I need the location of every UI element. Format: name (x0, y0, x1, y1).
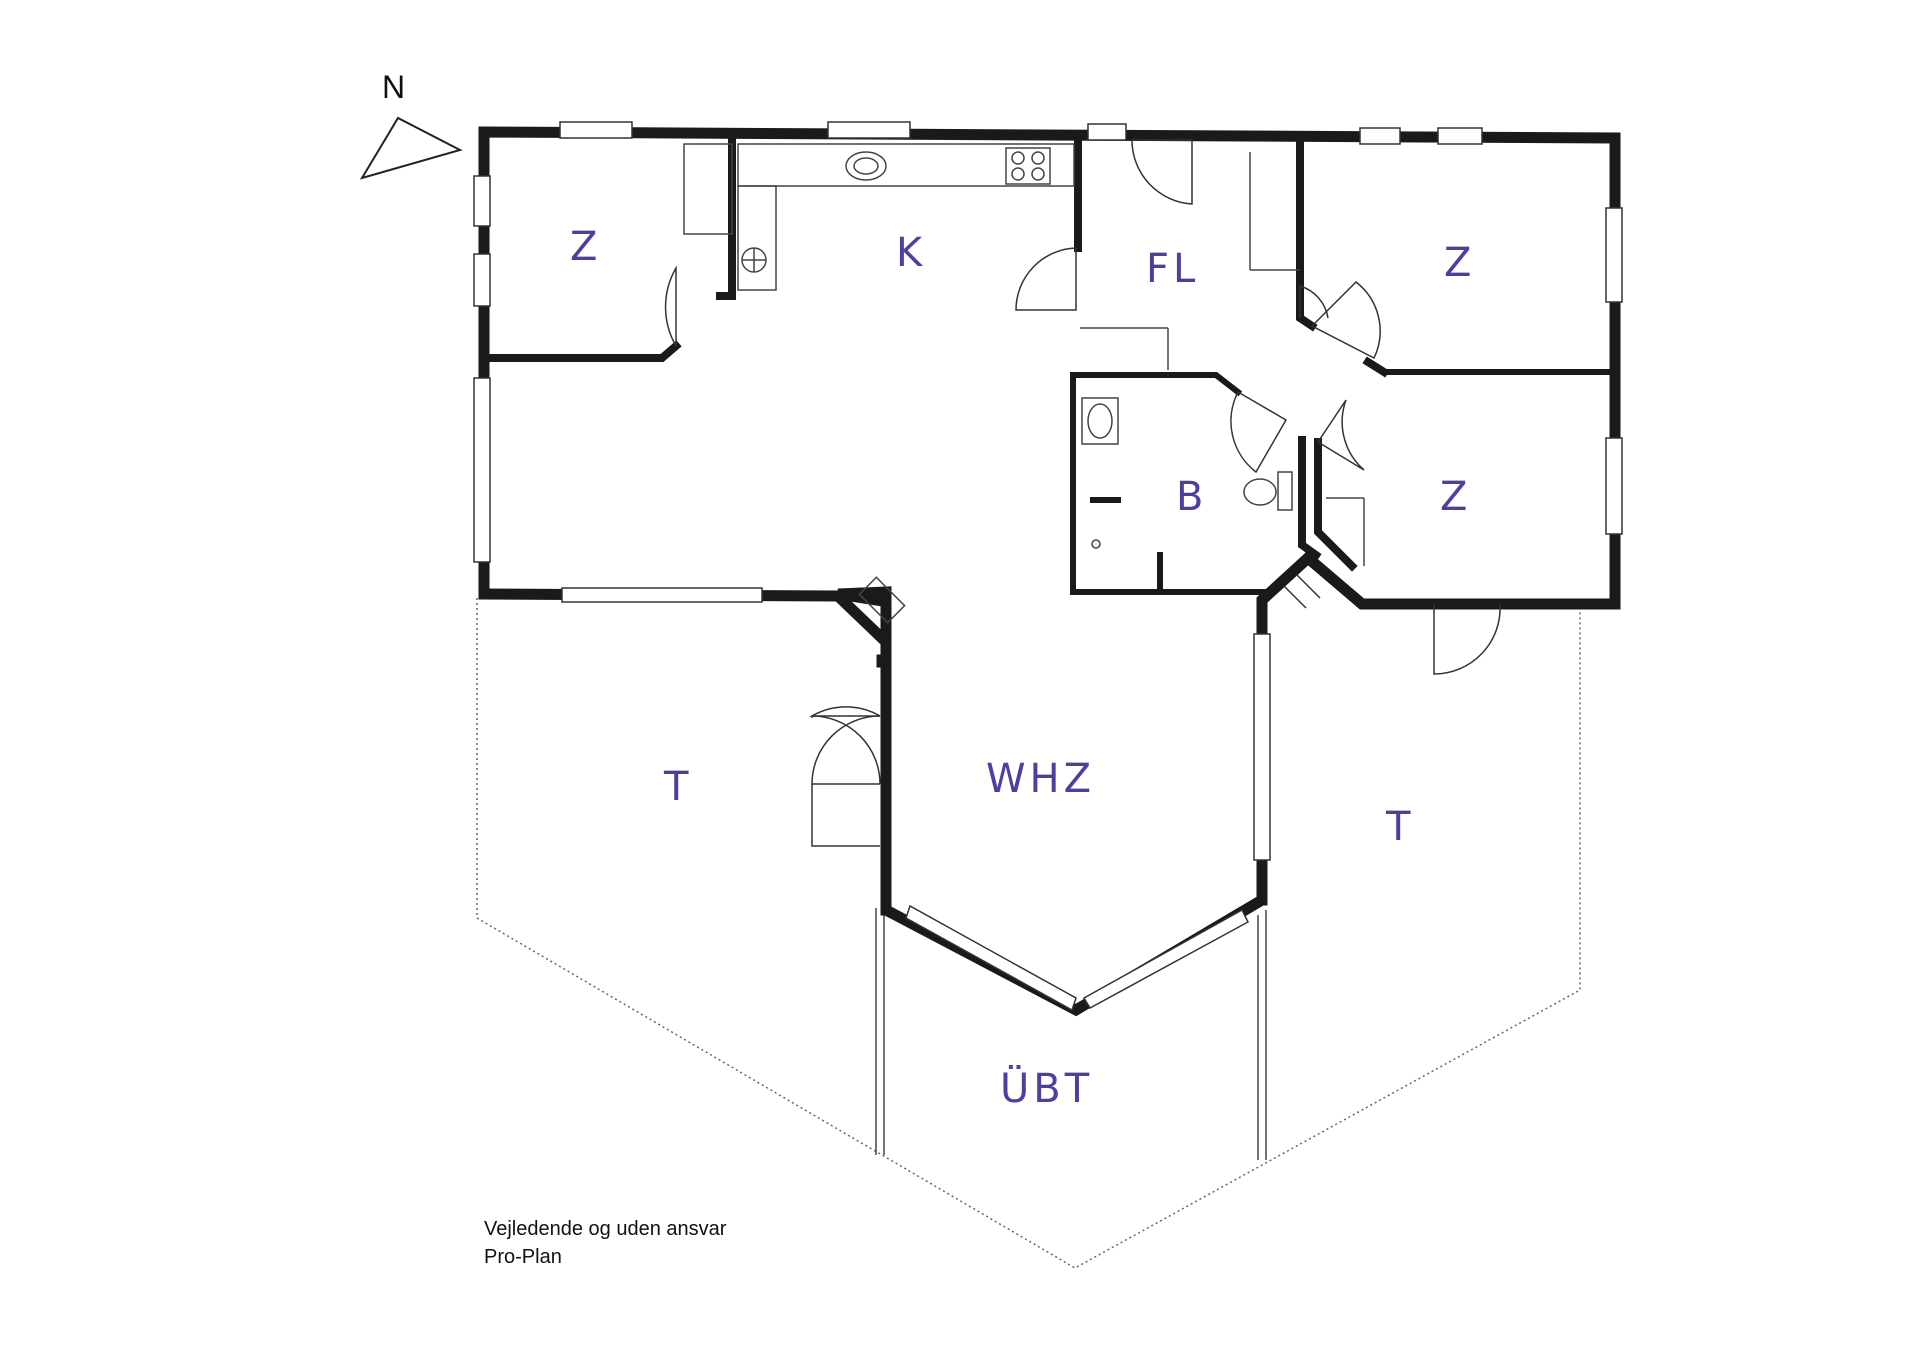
room-label-z: Z (1440, 474, 1471, 520)
washbasin-icon (1087, 403, 1113, 439)
windows (473, 121, 1623, 1012)
drain-icon (1091, 539, 1101, 549)
terrace-outline (476, 598, 1581, 1269)
author-text: Pro-Plan (484, 1246, 562, 1268)
window (1605, 207, 1623, 303)
window (905, 904, 1077, 1012)
sink-icon (853, 157, 879, 175)
window (561, 587, 763, 603)
bath-fixtures (1080, 152, 1365, 566)
toilet-icon (1243, 478, 1277, 506)
north-arrow-icon (359, 116, 463, 180)
covered-terrace-lines (875, 908, 1267, 1160)
room-label-t: T (1385, 804, 1414, 850)
north-compass: N (359, 69, 463, 180)
door (811, 784, 880, 847)
kitchen-fixtures (683, 143, 1075, 624)
room-label-t: T (663, 764, 692, 810)
room-labels: Z K FL Z B Z T WHZ T ÜBT (570, 224, 1475, 1112)
kitchen-counter (737, 185, 777, 291)
north-label: N (382, 69, 405, 105)
table-icon (858, 576, 906, 624)
interior-walls (480, 134, 1618, 597)
room-label-fl: FL (1146, 246, 1199, 292)
window (473, 253, 491, 307)
kitchen-counter (683, 143, 733, 235)
sink-icon (845, 151, 887, 181)
stove-icon (1005, 147, 1051, 185)
window (559, 121, 633, 139)
doors (664, 139, 1501, 847)
kitchen-counter (737, 143, 1075, 187)
window (1087, 123, 1127, 141)
door (1283, 573, 1321, 609)
room-label-k: K (896, 230, 926, 276)
window (1437, 127, 1483, 145)
disclaimer-text: Vejledende og uden ansvar (484, 1218, 727, 1240)
door (811, 715, 881, 785)
door (811, 715, 881, 785)
room-label-whz: WHZ (986, 756, 1095, 802)
window (1253, 633, 1271, 861)
room-label-b: B (1176, 474, 1207, 520)
window (1605, 437, 1623, 535)
window (827, 121, 911, 139)
door (1131, 139, 1193, 205)
door (1015, 247, 1077, 311)
door (1230, 390, 1288, 474)
door (1433, 603, 1501, 675)
window (473, 377, 491, 563)
door (1299, 284, 1329, 319)
door (664, 265, 677, 347)
room-label-z: Z (1444, 240, 1475, 286)
door (1310, 281, 1381, 360)
room-label-z: Z (570, 224, 601, 270)
room-label-ubt: ÜBT (1000, 1064, 1093, 1112)
washbasin-icon (1081, 397, 1119, 445)
window (1359, 127, 1401, 145)
toilet-tank-icon (1277, 471, 1293, 511)
door (1316, 399, 1365, 471)
window (1082, 908, 1249, 1010)
window (473, 175, 491, 227)
